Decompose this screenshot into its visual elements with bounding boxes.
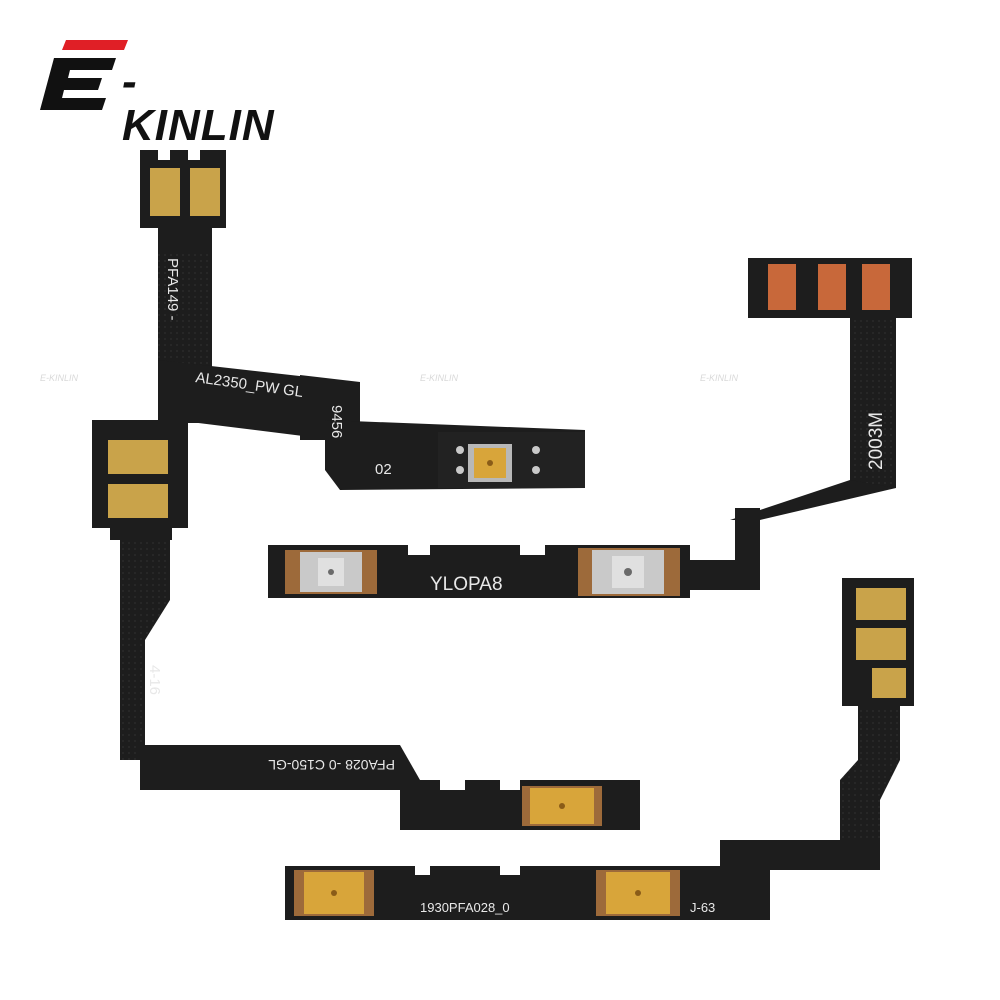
cable-label: YLOPA8 — [430, 574, 503, 595]
cable-label: 4-16 — [146, 665, 163, 695]
cable-label: 9456 — [328, 405, 345, 438]
gold-contact — [856, 628, 906, 660]
watermark: E-KINLIN E-KINLIN E-KINLIN — [40, 373, 739, 383]
gold-contact — [872, 668, 906, 698]
brand-name: -KINLIN — [122, 57, 275, 150]
watermark-text-1: E-KINLIN — [40, 373, 79, 383]
copper-contact — [818, 264, 846, 310]
flex-cable-bottom-right: 1930PFA028_0 J-63 — [285, 578, 914, 920]
gold-contact — [150, 168, 180, 216]
brand-logo-mark — [40, 40, 128, 110]
gold-contact — [108, 484, 168, 518]
cable-label: PFA149 - — [164, 258, 181, 321]
watermark-text-3: E-KINLIN — [700, 373, 739, 383]
copper-contact — [862, 264, 890, 310]
cable-label: J-63 — [690, 900, 715, 915]
gold-contact — [856, 588, 906, 620]
cable-label: 2003M — [866, 412, 887, 470]
flex-cable-right: 2003M YLOPA8 — [268, 258, 912, 598]
brand-logo: -KINLIN — [40, 38, 290, 148]
gold-contact — [190, 168, 220, 216]
flex-cable-top-left: PFA149 - AL2350_PW GL 9456 02 — [140, 150, 585, 490]
flex-cable-bottom-left: 4-16 PFA028 -0 C150-GL — [92, 420, 640, 830]
cable-label: 02 — [375, 461, 392, 478]
cable-label: 1930PFA028_0 — [420, 900, 510, 915]
logo-red-bar — [62, 40, 128, 50]
gold-contact — [108, 440, 168, 474]
logo-e-mark — [40, 58, 116, 110]
copper-contact — [768, 264, 796, 310]
cable-label: PFA028 -0 C150-GL — [268, 757, 395, 773]
watermark-text-2: E-KINLIN — [420, 373, 459, 383]
